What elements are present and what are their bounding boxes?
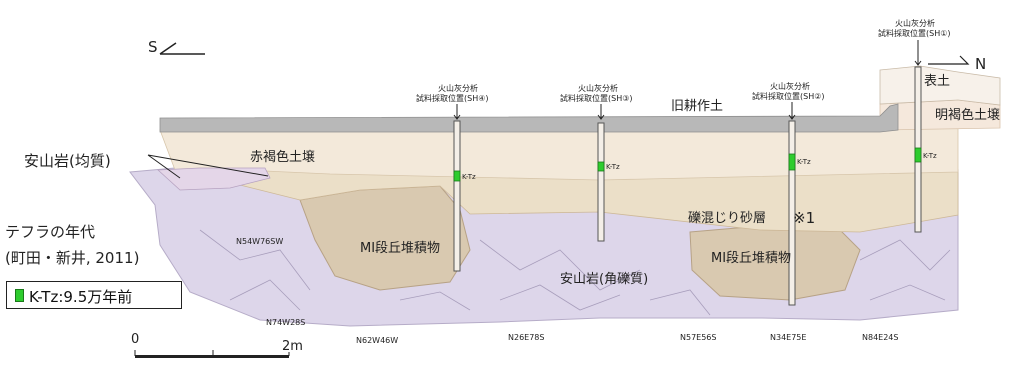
terrace-deposit-label-right: MⅠ段丘堆積物: [711, 251, 791, 266]
andesite-homogeneous-label: 安山岩(均質): [24, 152, 111, 170]
sample-sh4-line1: 火山灰分析: [438, 83, 478, 93]
compass-north: N: [928, 55, 986, 73]
sample-sh1-line1: 火山灰分析: [895, 18, 935, 28]
ktz-marker-sh3: [597, 161, 605, 172]
scale-start-label: 0: [131, 332, 139, 347]
andesite-homogeneous-patch: [157, 167, 271, 191]
topsoil-layer: [879, 65, 1001, 106]
scale-bar: 0 2m: [131, 332, 303, 358]
ktz-label-sh1: K-Tz: [923, 152, 937, 160]
ktz-label-sh2: K-Tz: [797, 158, 811, 166]
sample-column-sh3: 火山灰分析 試料採取位置(SH③) K-Tz: [560, 83, 633, 242]
sample-sh4-line2: 試料採取位置(SH④): [416, 93, 489, 103]
old-cultivated-soil-label: 旧耕作土: [671, 98, 723, 114]
sample-sh3-line1: 火山灰分析: [578, 83, 618, 93]
tephra-source: (町田・新井, 2011): [5, 249, 139, 267]
topsoil-label: 表土: [924, 74, 950, 89]
note-mark-label: ※1: [793, 209, 815, 227]
ktz-marker-sh1: [914, 147, 922, 163]
sample-column-sh2: 火山灰分析 試料採取位置(SH②) K-Tz: [752, 81, 825, 306]
joint-label-2: N74W28S: [266, 318, 305, 327]
north-label: N: [975, 55, 986, 73]
joint-label-5: N57E56S: [680, 333, 716, 342]
sample-column-sh1: 火山灰分析 試料採取位置(SH①) K-Tz: [878, 18, 951, 233]
joint-label-7: N84E24S: [862, 333, 898, 342]
scale-end-label: 2m: [282, 339, 303, 354]
sample-sh2-line2: 試料採取位置(SH②): [752, 91, 825, 101]
andesite-pointer-lines: [147, 154, 269, 179]
andesite-joints: [199, 229, 951, 316]
tephra-legend: K-Tz:9.5万年前: [6, 281, 182, 309]
terrace-deposit-label-left: MⅠ段丘堆積物: [360, 241, 440, 256]
ktz-label-sh4: K-Tz: [462, 173, 476, 181]
andesite-angular-label: 安山岩(角礫質): [560, 271, 648, 287]
ktz-label-sh3: K-Tz: [606, 163, 620, 171]
ktz-legend-swatch: [15, 289, 24, 302]
joint-label-6: N34E75E: [770, 333, 806, 342]
sample-sh1-line2: 試料採取位置(SH①): [878, 28, 951, 38]
joint-label-3: N62W46W: [356, 336, 398, 345]
south-label: S: [148, 38, 158, 56]
sample-sh2-line1: 火山灰分析: [770, 81, 810, 91]
ktz-marker-sh2: [788, 153, 796, 171]
gravel-sand-layer-label: 礫混じり砂層: [688, 210, 766, 226]
old-cultivated-soil-layer: [159, 103, 899, 133]
sample-sh3-line2: 試料採取位置(SH③): [560, 93, 633, 103]
tephra-title: テフラの年代: [5, 223, 95, 241]
joint-label-4: N26E78S: [508, 333, 544, 342]
ktz-marker-sh4: [453, 170, 461, 182]
compass-south: S: [148, 38, 205, 56]
reddish-brown-soil-label: 赤褐色土壌: [250, 149, 315, 165]
sample-column-sh4: 火山灰分析 試料採取位置(SH④) K-Tz: [416, 83, 489, 272]
joint-label-1: N54W76SW: [236, 237, 283, 246]
light-brown-soil-label: 明褐色土壌: [935, 107, 1000, 123]
ktz-legend-text: K-Tz:9.5万年前: [29, 288, 133, 306]
